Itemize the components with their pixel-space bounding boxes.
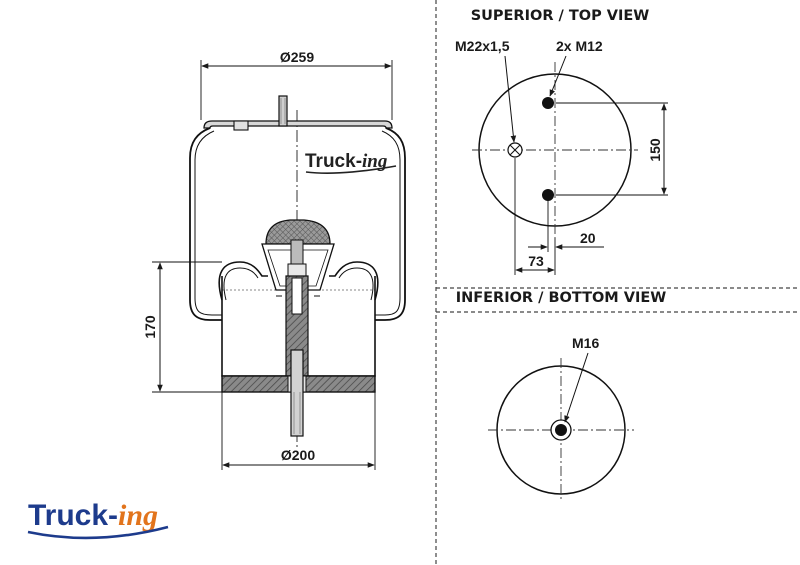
dim-piston-diameter-label: Ø200 — [281, 447, 315, 463]
dim-stud-spacing-label: 150 — [647, 138, 663, 162]
dim-inlet-offset: 73 — [514, 158, 556, 275]
brand-logo: Truck-ing — [27, 499, 169, 540]
air-inlet-label: M22x1,5 — [455, 38, 510, 54]
dim-top-diameter: Ø259 — [200, 49, 393, 120]
air-inlet-symbol — [507, 142, 523, 158]
dim-inlet-offset-label: 73 — [528, 253, 544, 269]
studs-label: 2x M12 — [556, 38, 603, 54]
bottom-stud — [290, 349, 304, 437]
brand-logo-text: Truck-ing — [28, 499, 158, 532]
view-separators — [435, 0, 800, 565]
bottom-view-title: INFERIOR / BOTTOM VIEW — [456, 290, 667, 306]
bottom-thread-hole — [555, 424, 567, 436]
bellows-logo: Truck-ing — [305, 151, 397, 174]
brand-swoosh — [27, 525, 169, 540]
top-plate-outline — [478, 73, 632, 227]
dim-stud-offset: 20 — [528, 200, 604, 252]
bump-stop — [265, 219, 331, 245]
dim-piston-diameter: Ø200 — [221, 392, 376, 470]
dim-stud-offset-label: 20 — [580, 230, 596, 246]
dim-stud-spacing: 150 — [556, 102, 668, 196]
bellows-logo-text: Truck-ing — [305, 151, 387, 172]
top-view: SUPERIOR / TOP VIEW M22x1,5 2x M12 150 — [455, 8, 668, 275]
top-stud-2 — [542, 189, 554, 201]
bottom-view: INFERIOR / BOTTOM VIEW M16 — [456, 290, 667, 502]
side-view: Ø259 170 Ø200 Truck-ing — [142, 49, 406, 470]
top-stud — [278, 95, 288, 127]
thread-label: M16 — [572, 335, 599, 351]
dim-height: 170 — [142, 261, 222, 393]
dim-height-label: 170 — [142, 315, 158, 339]
bellows — [189, 127, 406, 321]
dim-top-diameter-label: Ø259 — [280, 49, 314, 65]
top-plate — [203, 120, 393, 129]
top-stud-1 — [542, 97, 554, 109]
top-view-title: SUPERIOR / TOP VIEW — [471, 8, 650, 24]
